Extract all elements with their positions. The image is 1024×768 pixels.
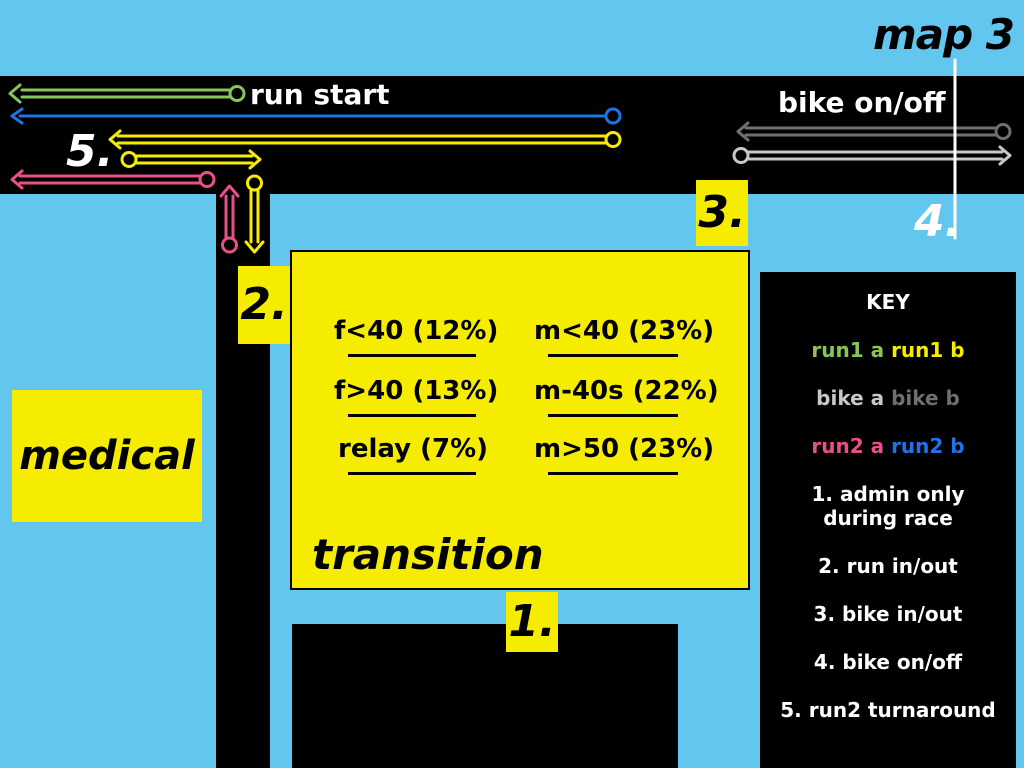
key-panel: KEY run1 a run1 b bike a bike b run2 a r… — [760, 272, 1016, 768]
category-m-over-50: m>50 (23%) — [534, 434, 715, 464]
run2-b-route — [10, 107, 622, 125]
underline — [548, 472, 678, 475]
key-bike-b: bike b — [891, 386, 960, 410]
marker-5: 5. — [66, 126, 114, 177]
category-m-under-40: m<40 (23%) — [534, 316, 715, 346]
marker-4: 4. — [914, 196, 962, 247]
underline — [348, 472, 476, 475]
category-f-over-40: f>40 (13%) — [334, 376, 499, 406]
run1-a-route — [8, 83, 246, 104]
marker-2: 2. — [238, 266, 290, 344]
bike-onoff-label: bike on/off — [778, 86, 946, 119]
run2-a-route — [10, 169, 216, 190]
key-item-1-cont: during race — [823, 506, 953, 530]
transition-area: f<40 (12%) f>40 (13%) relay (7%) m<40 (2… — [290, 250, 750, 590]
admin-area — [292, 624, 678, 768]
medical-label: medical — [19, 433, 195, 479]
key-item-1: 1. admin only — [811, 482, 965, 506]
marker-3: 3. — [696, 180, 748, 246]
marker-1: 1. — [506, 592, 558, 652]
bike-b-route — [736, 121, 1012, 142]
key-bike: bike a bike b — [760, 386, 1016, 410]
transition-label: transition — [312, 530, 544, 579]
map-title: map 3 — [872, 10, 1015, 59]
run1-b-route — [108, 129, 622, 150]
category-relay: relay (7%) — [338, 434, 489, 464]
key-bike-a: bike a — [816, 386, 885, 410]
key-run1-b: run1 b — [891, 338, 965, 362]
underline — [548, 414, 678, 417]
key-run2-b: run2 b — [891, 434, 965, 458]
bike-a-route — [732, 145, 1012, 166]
category-f-under-40: f<40 (12%) — [334, 316, 499, 346]
category-m-40s: m-40s (22%) — [534, 376, 719, 406]
run2-exit-route — [219, 184, 240, 254]
key-item-4: 4. bike on/off — [813, 650, 963, 674]
key-run1: run1 a run1 b — [760, 338, 1016, 362]
key-run2-a: run2 a — [811, 434, 885, 458]
run-start-label: run start — [250, 78, 390, 111]
medical-area: medical — [12, 390, 202, 522]
underline — [348, 414, 476, 417]
underline — [348, 354, 476, 357]
key-item-2: 2. run in/out — [818, 554, 958, 578]
run2-turnaround-route — [120, 149, 262, 170]
key-run1-a: run1 a — [811, 338, 885, 362]
key-run2: run2 a run2 b — [760, 434, 1016, 458]
key-title: KEY — [866, 290, 910, 314]
key-item-5: 5. run2 turnaround — [780, 698, 996, 722]
underline — [548, 354, 678, 357]
run-in-route — [244, 174, 265, 254]
key-item-3: 3. bike in/out — [813, 602, 963, 626]
